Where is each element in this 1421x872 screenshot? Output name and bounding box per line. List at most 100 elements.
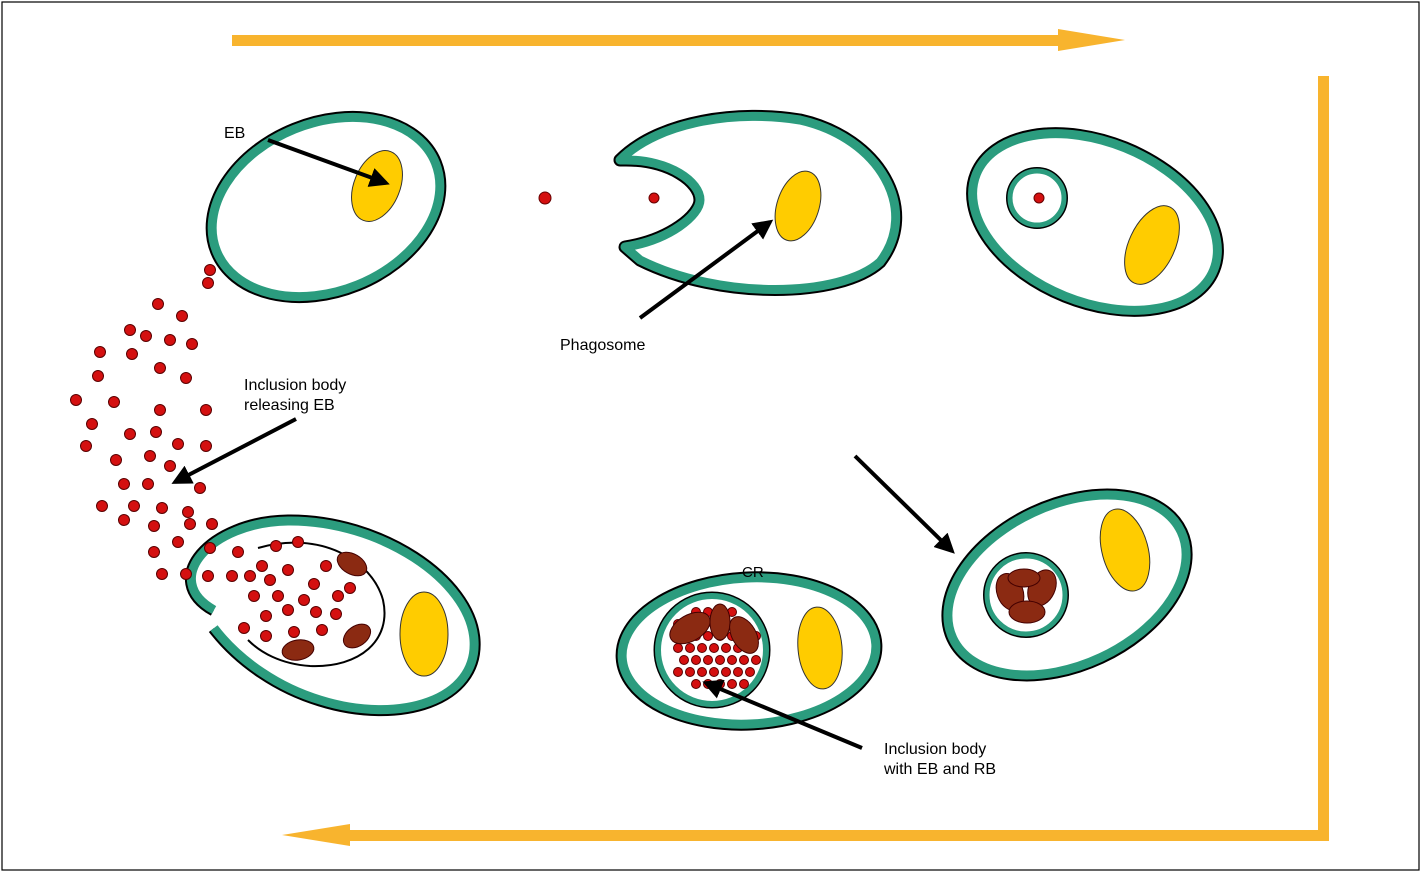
elementary-body <box>674 668 683 677</box>
bottom-cycle-arrow <box>282 824 1329 846</box>
elementary-body <box>239 623 250 634</box>
elementary-body <box>321 561 332 572</box>
elementary-body <box>165 461 176 472</box>
elementary-body <box>185 519 196 530</box>
elementary-body <box>155 405 166 416</box>
elementary-body <box>752 656 761 665</box>
elementary-body <box>205 543 216 554</box>
elementary-body <box>710 644 719 653</box>
elementary-body <box>157 503 168 514</box>
elementary-body <box>97 501 108 512</box>
elementary-body <box>151 427 162 438</box>
elementary-body <box>157 569 168 580</box>
label-line: Inclusion body <box>244 376 346 396</box>
elementary-body <box>245 571 256 582</box>
elementary-body <box>692 680 701 689</box>
elementary-body <box>261 611 272 622</box>
elementary-body <box>71 395 82 406</box>
elementary-body <box>333 591 344 602</box>
elementary-body <box>207 519 218 530</box>
elementary-body <box>704 656 713 665</box>
elementary-body <box>686 668 695 677</box>
elementary-body <box>649 193 659 203</box>
label-phagosome: Phagosome <box>560 336 645 356</box>
elementary-body <box>698 644 707 653</box>
elementary-body <box>698 668 707 677</box>
label-line: with EB and RB <box>884 760 996 780</box>
elementary-body <box>149 547 160 558</box>
elementary-body <box>728 680 737 689</box>
elementary-body <box>734 668 743 677</box>
cycle-pointer-arrow <box>855 456 952 551</box>
elementary-body <box>93 371 104 382</box>
elementary-body <box>173 439 184 450</box>
elementary-body <box>125 325 136 336</box>
host-nucleus <box>400 592 448 676</box>
elementary-body <box>233 547 244 558</box>
elementary-body <box>125 429 136 440</box>
elementary-body <box>149 521 160 532</box>
host-cell-phagosome <box>946 100 1243 344</box>
host-cell-replication <box>919 459 1215 711</box>
right-cycle-arrow <box>1318 76 1329 840</box>
elementary-body <box>205 265 216 276</box>
elementary-body <box>716 656 725 665</box>
elementary-body <box>143 479 154 490</box>
elementary-body <box>87 419 98 430</box>
host-cell-inclusion <box>618 571 879 730</box>
elementary-body <box>127 349 138 360</box>
elementary-body <box>173 537 184 548</box>
elementary-body <box>686 644 695 653</box>
elementary-body <box>111 455 122 466</box>
label-inclusion-with-eb-rb: Inclusion body with EB and RB <box>884 740 996 780</box>
elementary-body <box>271 541 282 552</box>
elementary-body <box>187 339 198 350</box>
elementary-body <box>299 595 310 606</box>
label-line: releasing EB <box>244 396 346 416</box>
elementary-body <box>674 644 683 653</box>
label-inclusion-releasing: Inclusion body releasing EB <box>244 376 346 416</box>
elementary-body <box>141 331 152 342</box>
elementary-body <box>309 579 320 590</box>
elementary-body <box>119 515 130 526</box>
elementary-body <box>119 479 130 490</box>
elementary-body <box>331 609 342 620</box>
elementary-body <box>145 451 156 462</box>
label-line: Inclusion body <box>884 740 996 760</box>
label-eb: EB <box>224 124 245 144</box>
elementary-body <box>293 537 304 548</box>
reticulate-body <box>1009 601 1045 623</box>
elementary-body <box>740 680 749 689</box>
elementary-body <box>746 668 755 677</box>
elementary-body <box>203 278 214 289</box>
host-cell-entry <box>185 85 467 329</box>
elementary-body <box>183 507 194 518</box>
elementary-body <box>722 668 731 677</box>
elementary-body <box>109 397 120 408</box>
host-cell-phagocytosis <box>539 116 896 289</box>
elementary-body <box>257 561 268 572</box>
elementary-body <box>181 569 192 580</box>
elementary-body <box>692 656 701 665</box>
elementary-body <box>273 591 284 602</box>
elementary-body <box>265 575 276 586</box>
elementary-body <box>710 668 719 677</box>
elementary-body <box>680 656 689 665</box>
elementary-body <box>201 405 212 416</box>
elementary-body <box>728 656 737 665</box>
elementary-body <box>311 607 322 618</box>
elementary-body <box>129 501 140 512</box>
elementary-body <box>81 441 92 452</box>
elementary-body <box>249 591 260 602</box>
reticulate-body <box>1008 569 1040 587</box>
reticulate-body <box>710 604 730 640</box>
elementary-body <box>740 656 749 665</box>
elementary-body <box>155 363 166 374</box>
top-cycle-arrow <box>232 29 1125 51</box>
elementary-body <box>1034 193 1044 203</box>
elementary-body <box>203 571 214 582</box>
label-cr: CR <box>742 563 764 583</box>
elementary-body <box>722 644 731 653</box>
